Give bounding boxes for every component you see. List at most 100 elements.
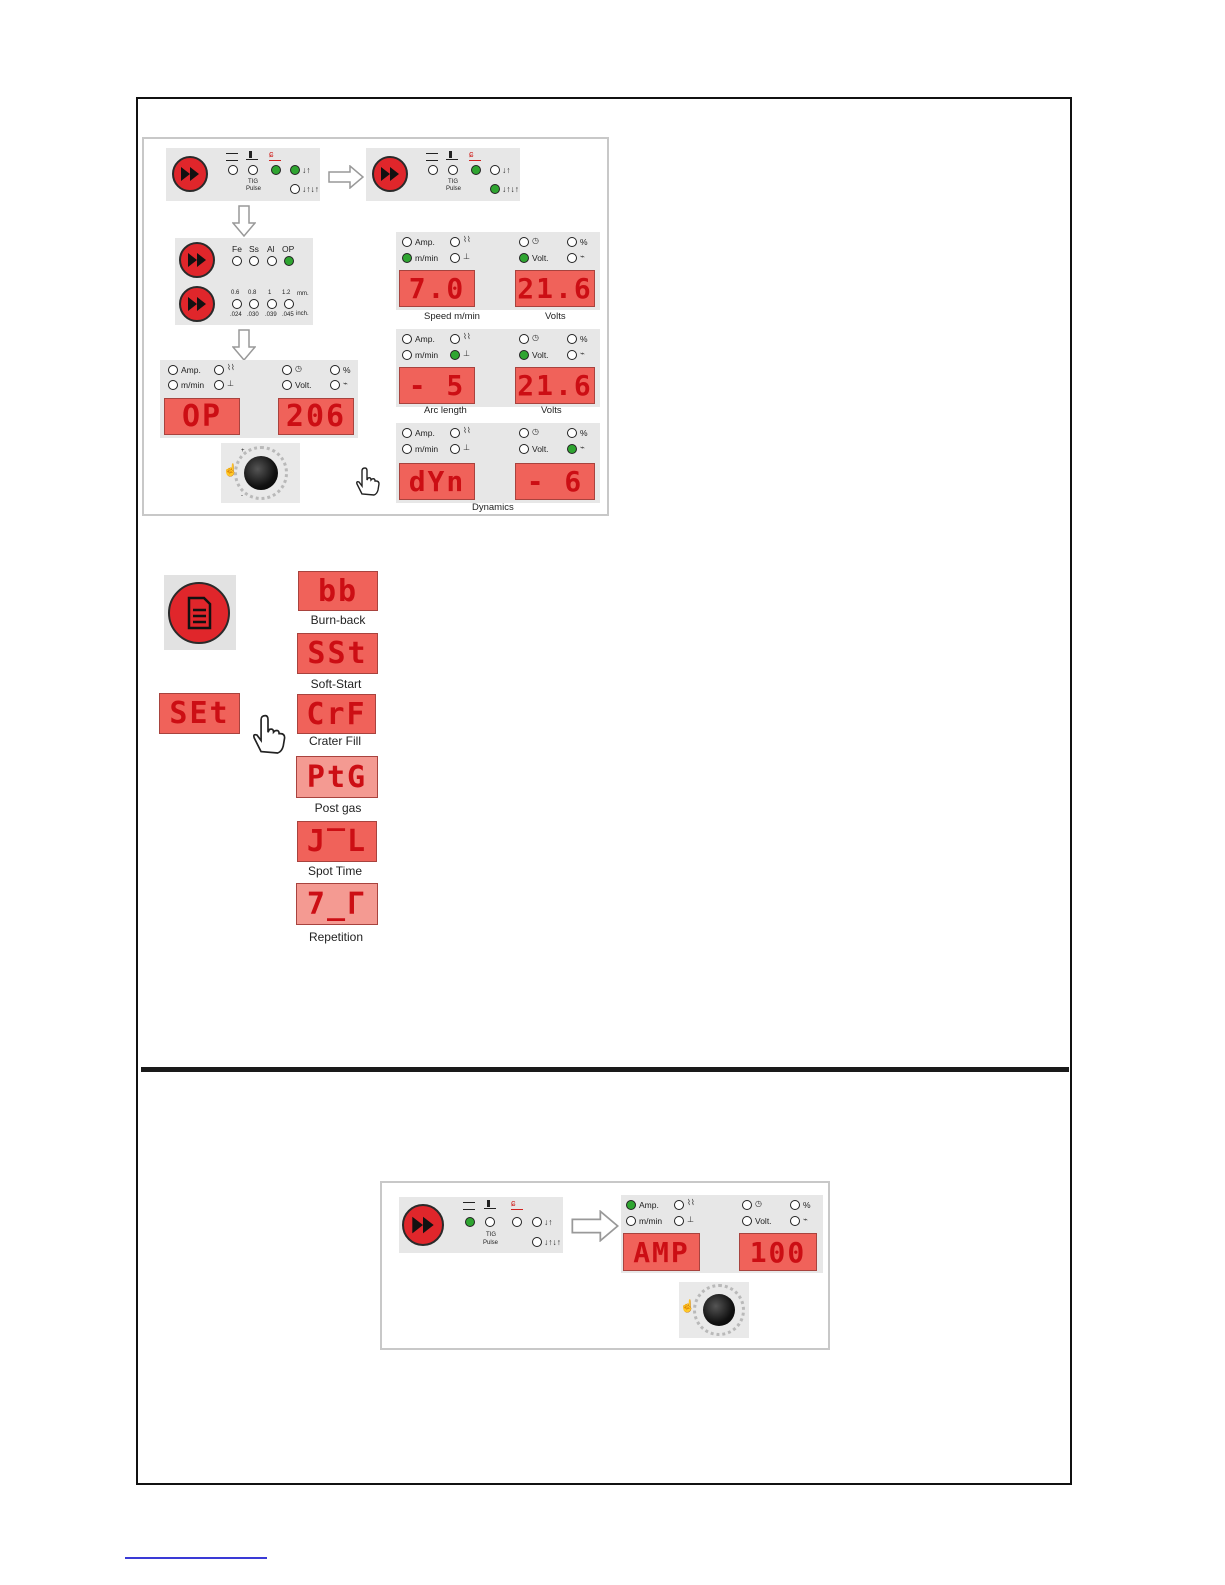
wire-led-ss — [249, 256, 259, 266]
mma-led — [228, 165, 238, 175]
dynamics-led — [567, 350, 577, 360]
amp-display: AMP — [623, 1233, 700, 1271]
volt-led — [519, 350, 529, 360]
diam-led-2 — [267, 299, 277, 309]
2t-label: ↓↑ — [302, 165, 311, 175]
amp-label: Amp. — [415, 334, 435, 344]
inductance-icon: ⌇⌇ — [227, 363, 235, 372]
knob-scale — [234, 446, 288, 500]
tig-led — [248, 165, 258, 175]
mmin-label: m/min — [415, 350, 439, 360]
dynamics-icon: ⌁ — [343, 379, 348, 388]
mode-select-button[interactable] — [172, 156, 208, 192]
burn-back-caption: Burn-back — [310, 613, 366, 627]
volt-led — [519, 444, 529, 454]
arc-display: - 5 — [399, 367, 475, 404]
encoder-knob[interactable] — [244, 456, 278, 490]
tig-led — [485, 1217, 495, 1227]
tig-label: TIG — [448, 179, 458, 185]
volt-label: Volt. — [532, 444, 549, 454]
percent-label: % — [580, 237, 588, 247]
mmin-label: m/min — [639, 1216, 663, 1226]
dyn-value-display: - 6 — [515, 463, 595, 500]
inductance-led — [674, 1200, 684, 1210]
mma-led — [465, 1217, 475, 1227]
fast-forward-icon — [188, 297, 206, 311]
mmin-label: m/min — [415, 253, 439, 263]
mig-torch-icon: ɕ — [511, 1199, 523, 1210]
wire-led-fe — [232, 256, 242, 266]
mode-select-button[interactable] — [402, 1204, 444, 1246]
wire-led-al — [267, 256, 277, 266]
2t-led — [290, 165, 300, 175]
amp-led — [626, 1200, 636, 1210]
inductance-led — [450, 237, 460, 247]
fast-forward-icon — [381, 167, 399, 181]
thickness-icon: ⊥ — [227, 379, 234, 388]
mig-torch-icon: ɕ — [269, 150, 281, 161]
4t-label: ↓↑↓↑ — [502, 184, 519, 194]
mode-panel-after: ɕ ↓↑ TIG Pulse ↓↑↓↑ — [366, 148, 520, 201]
diameter-select-button[interactable] — [179, 286, 215, 322]
arc-caption: Arc length — [424, 405, 467, 416]
amp-label: Amp. — [639, 1200, 659, 1210]
parameter-panel-amp: Amp. m/min ⌇⌇ ⊥ ◷ Volt. % ⌁ AMP 100 — [621, 1195, 823, 1273]
inductance-led — [214, 365, 224, 375]
thickness-led — [674, 1216, 684, 1226]
percent-led — [567, 237, 577, 247]
wire-select-button[interactable] — [179, 242, 215, 278]
arc-volts-caption: Volts — [541, 405, 562, 416]
unit-inch-label: inch. — [296, 311, 309, 317]
unit-mm-label: mm. — [297, 291, 309, 297]
percent-label: % — [343, 365, 351, 375]
arc-length-led — [450, 350, 460, 360]
knob-minus-label: - — [241, 493, 243, 499]
tig-label: TIG — [486, 1232, 496, 1238]
percent-led — [567, 334, 577, 344]
timer-icon: ◷ — [295, 364, 302, 373]
percent-led — [567, 428, 577, 438]
diam-inch-0: .024 — [230, 312, 242, 318]
volt-label: Volt. — [755, 1216, 772, 1226]
dynamics-led — [790, 1216, 800, 1226]
mode-select-button[interactable] — [372, 156, 408, 192]
timer-led — [519, 334, 529, 344]
hand-pointer-icon — [354, 467, 380, 497]
section-divider — [141, 1067, 1069, 1072]
timer-icon: ◷ — [532, 236, 539, 245]
document-icon — [187, 596, 212, 630]
4t-led — [532, 1237, 542, 1247]
diam-inch-2: .039 — [265, 312, 277, 318]
fast-forward-icon — [412, 1216, 434, 1234]
hand-pointer-icon: ☝ — [680, 1299, 695, 1313]
inductance-icon: ⌇⌇ — [687, 1198, 695, 1207]
hand-pointer-icon — [250, 712, 286, 758]
wire-led-op — [284, 256, 294, 266]
mig-torch-icon: ɕ — [469, 150, 481, 161]
stick-icon — [226, 153, 238, 161]
wire-speed-led — [402, 444, 412, 454]
right-display: 206 — [278, 398, 354, 435]
encoder-knob-panel: ☝ — [679, 1282, 749, 1338]
mig-led — [512, 1217, 522, 1227]
wire-label-op: OP — [282, 244, 295, 254]
percent-led — [790, 1200, 800, 1210]
speed-volts-panel: Amp. m/min ⌇⌇ ⊥ ◷ Volt. % ⌁ 7.0 21.6 — [396, 232, 600, 310]
menu-button[interactable] — [168, 582, 230, 644]
thickness-icon: ⊥ — [463, 252, 470, 261]
footer-link-underline[interactable] — [125, 1557, 267, 1559]
diam-led-3 — [284, 299, 294, 309]
dynamics-icon: ⌁ — [580, 443, 585, 452]
arc-length-panel: Amp. m/min ⌇⌇ ⊥ ◷ Volt. % ⌁ - 5 21.6 — [396, 329, 600, 407]
mode-panel-before: ɕ ↓↑ TIG Pulse ↓↑↓↑ — [166, 148, 320, 201]
mode-panel: ɕ ↓↑ TIG Pulse ↓↑↓↑ — [399, 1197, 563, 1253]
knob-scale — [693, 1284, 745, 1336]
wire-speed-led — [402, 253, 412, 263]
dynamics-icon: ⌁ — [803, 1215, 808, 1224]
diam-mm-0: 0.6 — [231, 290, 240, 296]
mig-led — [471, 165, 481, 175]
stick-icon — [426, 153, 438, 161]
encoder-knob[interactable] — [703, 1294, 735, 1326]
stick-icon — [463, 1202, 475, 1210]
repetition-caption: Repetition — [308, 930, 364, 944]
